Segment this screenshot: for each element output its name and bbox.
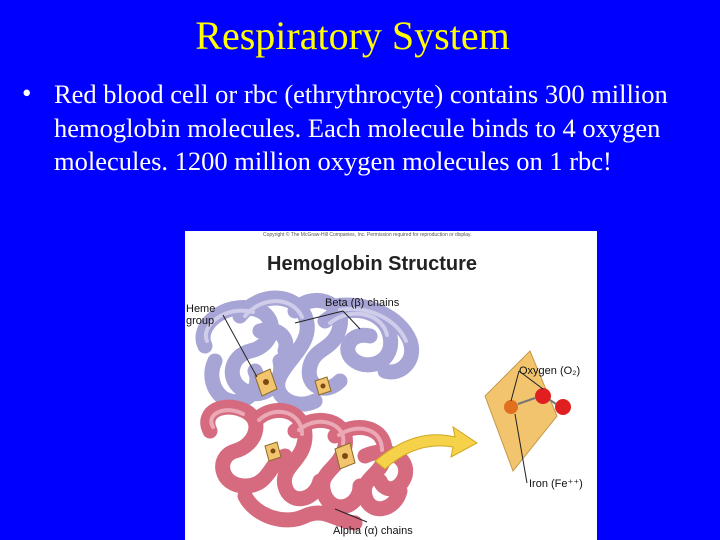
hemoglobin-figure: Copyright © The McGraw-Hill Companies, I… xyxy=(185,231,597,540)
oxygen-atom-1 xyxy=(535,388,551,404)
bullet-marker: • xyxy=(22,78,32,108)
label-heme-group-line1: Heme xyxy=(186,303,216,315)
label-beta-chains: Beta (β) chains xyxy=(325,297,400,309)
figure-copyright: Copyright © The McGraw-Hill Companies, I… xyxy=(263,232,472,238)
label-oxygen: Oxygen (O₂) xyxy=(519,365,581,377)
label-iron: Iron (Fe⁺⁺) xyxy=(529,478,583,490)
hemoglobin-illustration xyxy=(195,290,571,531)
label-alpha-chains: Alpha (α) chains xyxy=(333,525,413,537)
alpha-chain-highlights xyxy=(209,408,384,452)
beta-chain-highlights xyxy=(203,299,408,343)
zoom-arrow xyxy=(374,425,478,470)
oxygen-atom-2 xyxy=(555,399,571,415)
slide-title: Respiratory System xyxy=(195,13,510,58)
heme-groups-illustration xyxy=(254,368,356,470)
bullet-text: Red blood cell or rbc (ethrythrocyte) co… xyxy=(54,79,668,176)
heme-plane xyxy=(484,350,558,473)
leader-lines xyxy=(222,310,544,523)
iron-atom xyxy=(504,400,518,414)
label-heme-group-line2: group xyxy=(186,315,215,327)
figure-title: Hemoglobin Structure xyxy=(267,253,478,275)
